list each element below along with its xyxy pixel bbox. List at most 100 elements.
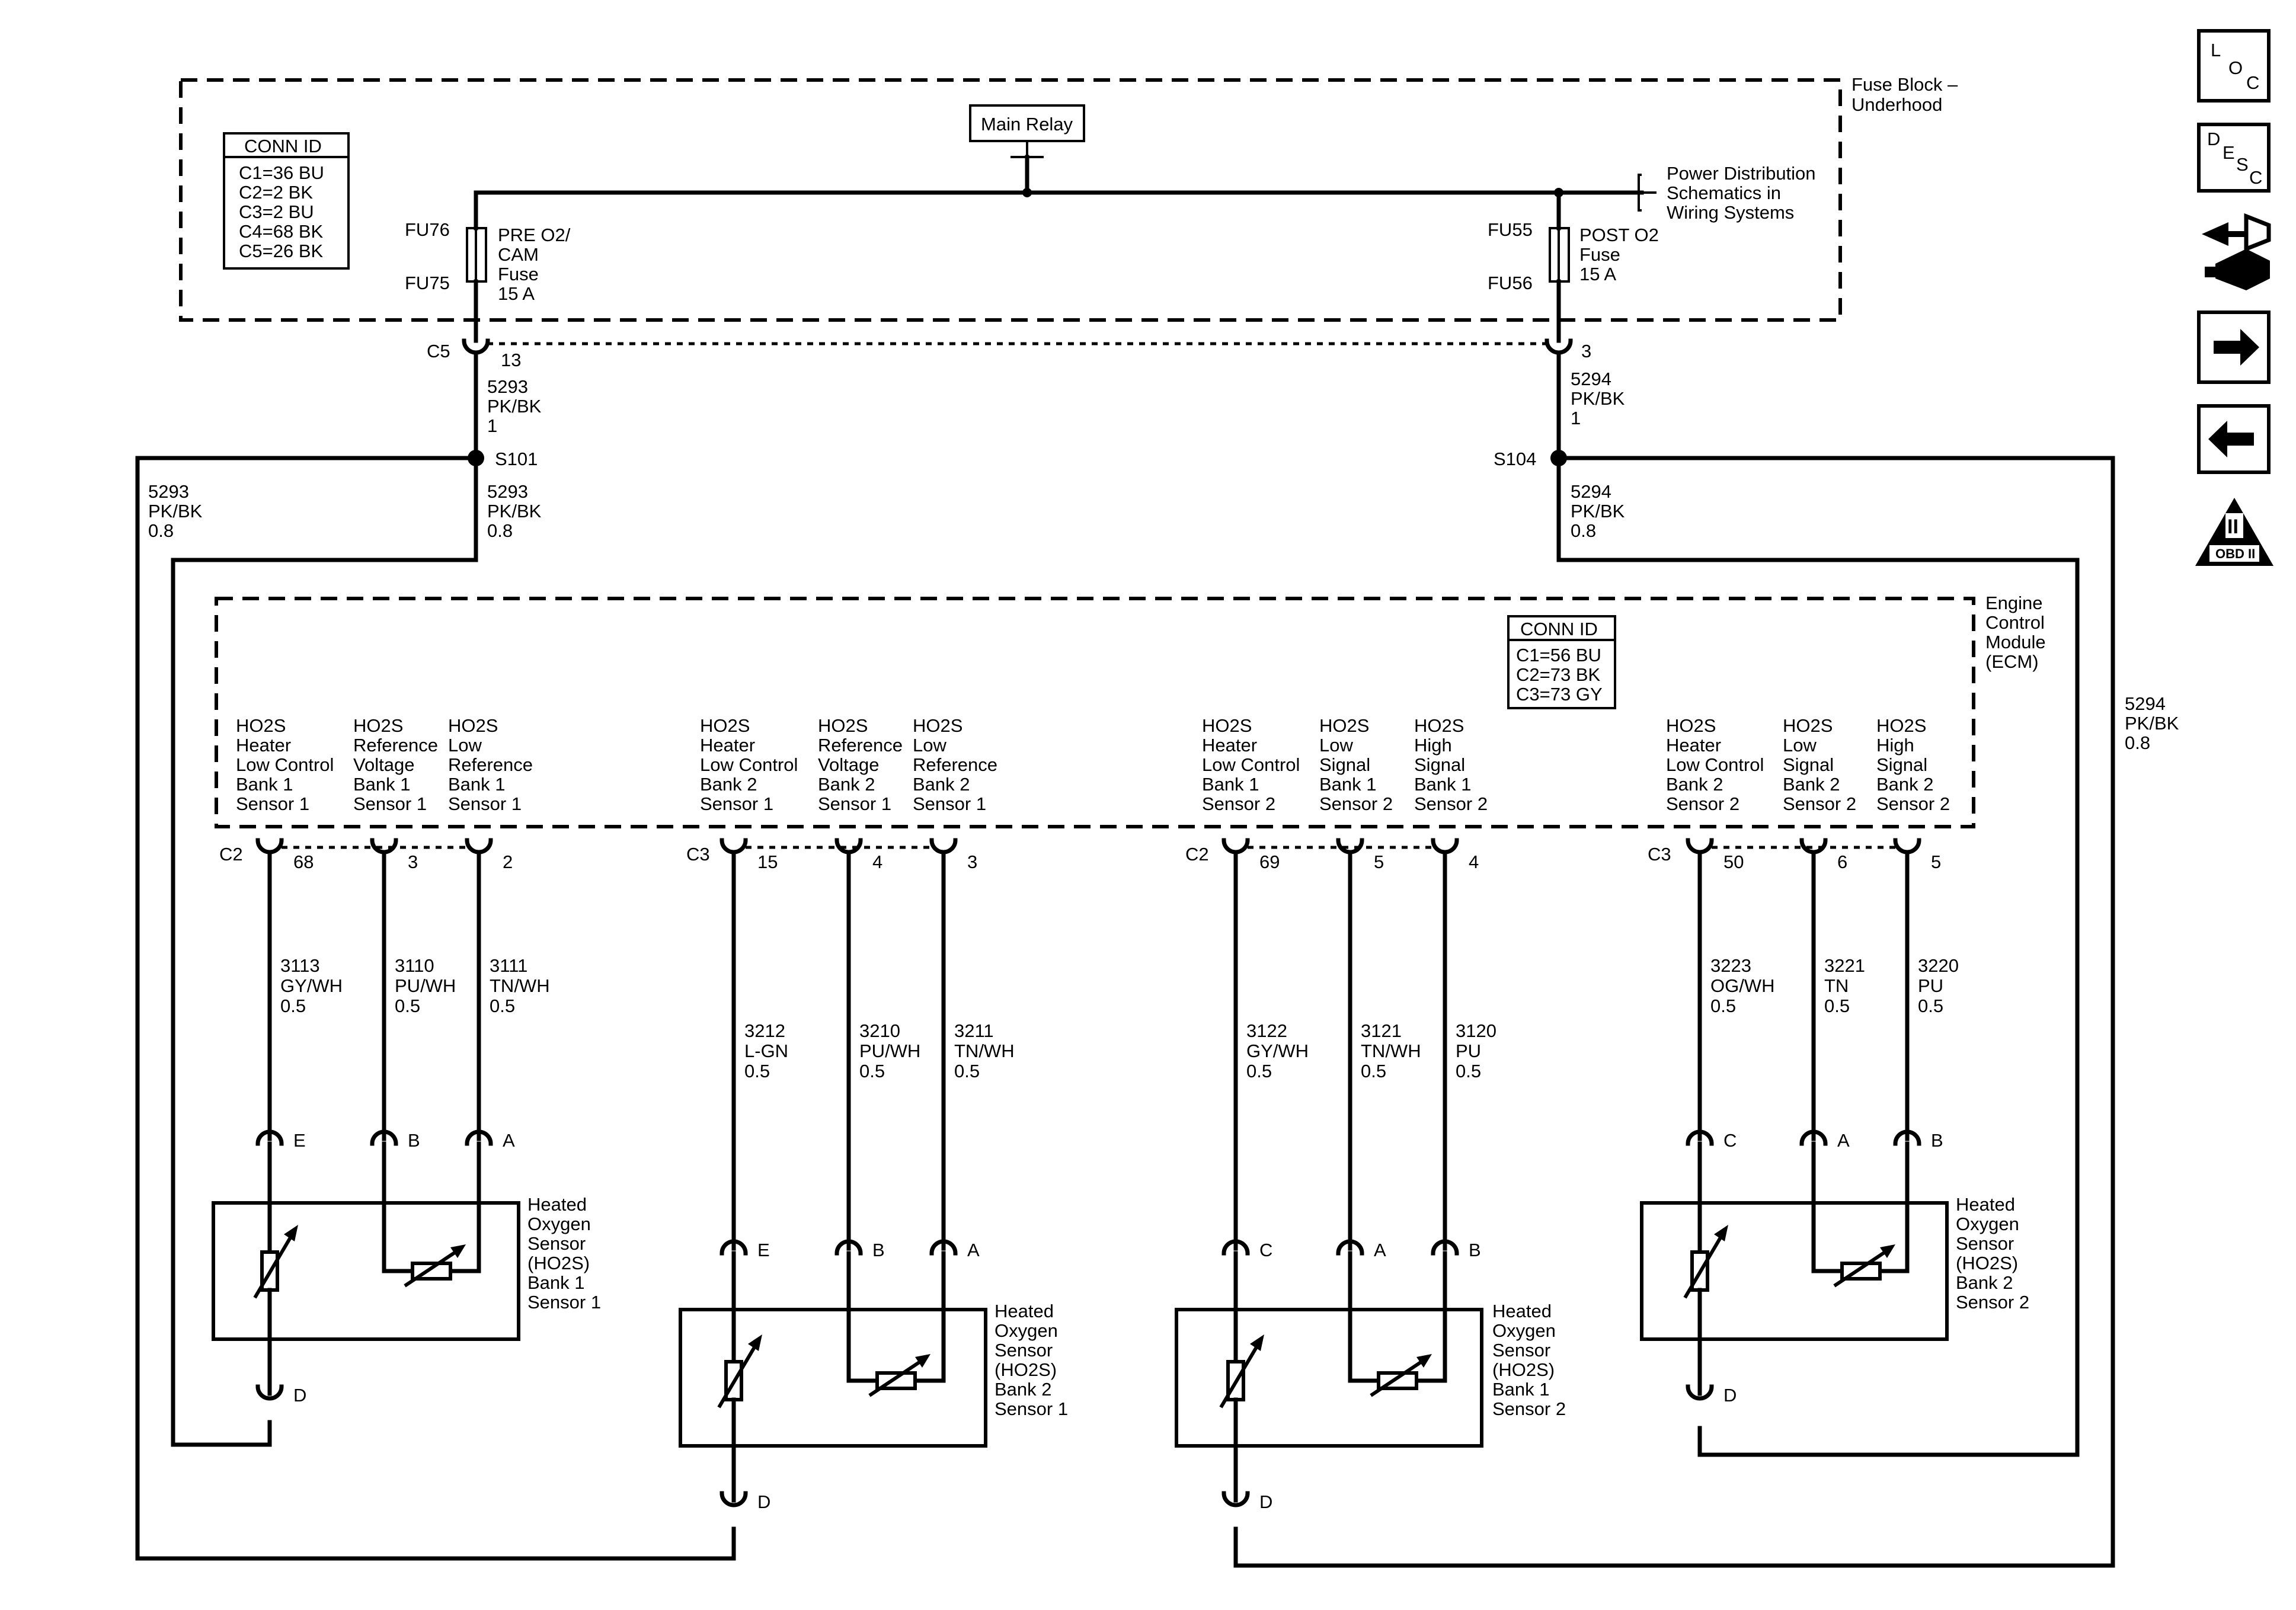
connector-tools-icon[interactable]: [2202, 213, 2271, 290]
ecm-pin-label: HO2S: [1666, 715, 1716, 736]
svg-text:15 A: 15 A: [498, 283, 535, 304]
svg-text:C: C: [2246, 72, 2259, 93]
connector-socket: [929, 1239, 958, 1256]
svg-text:5294: 5294: [2125, 693, 2166, 714]
wire-label: 0.5: [954, 1061, 980, 1081]
wire-label: 0.5: [1246, 1061, 1272, 1081]
ecm-pin-label: Low Control: [700, 754, 798, 775]
sensor-label: Sensor 1: [527, 1292, 601, 1313]
svg-text:Fuse: Fuse: [498, 264, 539, 284]
ecm-pin-label: Sensor 2: [1666, 793, 1739, 814]
ecm-pin-label: Sensor 2: [1319, 793, 1393, 814]
ecm-pin-label: Sensor 1: [700, 793, 773, 814]
svg-text:C2=73 BK: C2=73 BK: [1516, 664, 1601, 685]
svg-text:PK/BK: PK/BK: [2125, 713, 2179, 734]
svg-text:CAM: CAM: [498, 244, 539, 265]
ecm-pin-label: Sensor 1: [913, 793, 986, 814]
connector-socket: [465, 1129, 493, 1146]
pin-number: 50: [1723, 852, 1744, 872]
svg-text:S101: S101: [495, 449, 538, 469]
sensor-label: Sensor 1: [994, 1398, 1068, 1419]
next-page-icon[interactable]: [2197, 311, 2271, 384]
ecm-pin-label: HO2S: [1319, 715, 1369, 736]
heated-oxygen-sensor: [1175, 1308, 1483, 1448]
terminal-letter: B: [1469, 1240, 1481, 1260]
wire-label: 3110: [395, 955, 434, 976]
terminal-letter: D: [1259, 1491, 1272, 1512]
svg-text:PK/BK: PK/BK: [1571, 501, 1625, 521]
sensor-label: (HO2S): [527, 1253, 590, 1273]
pin-number: 5: [1931, 852, 1941, 872]
terminal-letter: D: [293, 1385, 306, 1406]
wire-label: TN/WH: [490, 975, 550, 996]
svg-text:Control: Control: [1985, 612, 2045, 633]
connector-id: C3: [1648, 844, 1671, 865]
svg-text:0.8: 0.8: [148, 520, 174, 541]
wire-label: GY/WH: [1246, 1041, 1309, 1061]
fuse-pre-o2-cam: FU76 FU75 PRE O2/ CAM Fuse 15 A: [405, 190, 571, 343]
svg-text:OBD II: OBD II: [2215, 546, 2255, 561]
connector-socket: [834, 1239, 863, 1256]
wire-label: PU/WH: [395, 975, 456, 996]
ecm-pin-label: Low Control: [236, 754, 334, 775]
wire-label: 0.5: [1710, 996, 1736, 1016]
wire-label: 3122: [1246, 1020, 1287, 1041]
wire-label: 3220: [1918, 955, 1959, 976]
ecm-conn-id: CONN ID C1=56 BU C2=73 BK C3=73 GY: [1507, 615, 1616, 709]
sensor-label: Bank 1: [1492, 1379, 1550, 1400]
ecm-pin-label: Low: [448, 735, 482, 756]
ecm-pin-label: Heater: [1666, 735, 1721, 756]
sensor-label: Heated: [1492, 1301, 1552, 1321]
pin-number: 4: [1469, 852, 1479, 872]
ecm-pin-label: Reference: [818, 735, 903, 756]
terminal-letter: A: [503, 1130, 515, 1151]
svg-text:L: L: [2211, 40, 2221, 60]
location-icon[interactable]: L O C: [2197, 29, 2271, 103]
svg-text:(ECM): (ECM): [1985, 651, 2039, 672]
svg-text:C1=36 BU: C1=36 BU: [239, 162, 324, 183]
connector-socket: [720, 1239, 748, 1256]
description-icon[interactable]: D E S C: [2197, 123, 2271, 193]
connector-pin: [1221, 1491, 1250, 1507]
ecm-pin-label: Bank 2: [818, 774, 875, 795]
ecm-pin-label: Sensor 2: [1876, 793, 1950, 814]
pin-number: 2: [503, 852, 513, 872]
sensor-label: Bank 2: [994, 1379, 1052, 1400]
terminal-letter: D: [757, 1491, 770, 1512]
svg-text:1: 1: [1571, 408, 1581, 428]
obd-ii-icon[interactable]: II OBD II: [2195, 498, 2273, 566]
svg-text:II: II: [2227, 516, 2239, 538]
ecm-pin-label: HO2S: [448, 715, 498, 736]
ecm-pin-label: Bank 1: [1202, 774, 1259, 795]
sensor-label: Bank 1: [527, 1272, 585, 1293]
ecm-pin-label: Bank 1: [1414, 774, 1472, 795]
terminal-letter: B: [408, 1130, 420, 1151]
main-relay: Main Relay: [969, 104, 1085, 197]
svg-text:C5: C5: [427, 341, 450, 361]
sensor-label: (HO2S): [1956, 1253, 2018, 1273]
ecm-pin-label: Reference: [448, 754, 533, 775]
connector-socket: [255, 1129, 284, 1146]
svg-text:Power Distribution: Power Distribution: [1667, 163, 1816, 184]
connector-id: C3: [686, 844, 710, 865]
wire-label: 3121: [1361, 1020, 1402, 1041]
wire-label: 3111: [490, 955, 527, 976]
terminal-letter: E: [293, 1130, 306, 1151]
previous-page-icon[interactable]: [2197, 404, 2271, 474]
ecm-pin-label: High: [1876, 735, 1914, 756]
svg-text:0.8: 0.8: [2125, 732, 2150, 753]
wire-label: 0.5: [859, 1061, 885, 1081]
ecm-pin-label: HO2S: [700, 715, 750, 736]
svg-text:5293: 5293: [148, 481, 189, 502]
ecm-pin-label: Sensor 1: [448, 793, 522, 814]
ecm-pin-label: Low: [1319, 735, 1353, 756]
ecm-pin-label: Heater: [700, 735, 755, 756]
svg-text:S104: S104: [1494, 449, 1536, 469]
ecm-pin-label: Sensor 2: [1202, 793, 1275, 814]
ecm-pin-label: Voltage: [818, 754, 879, 775]
ecm-pin-label: Bank 1: [236, 774, 293, 795]
ecm-pin-label: Bank 2: [913, 774, 970, 795]
sensor-label: (HO2S): [1492, 1359, 1555, 1380]
